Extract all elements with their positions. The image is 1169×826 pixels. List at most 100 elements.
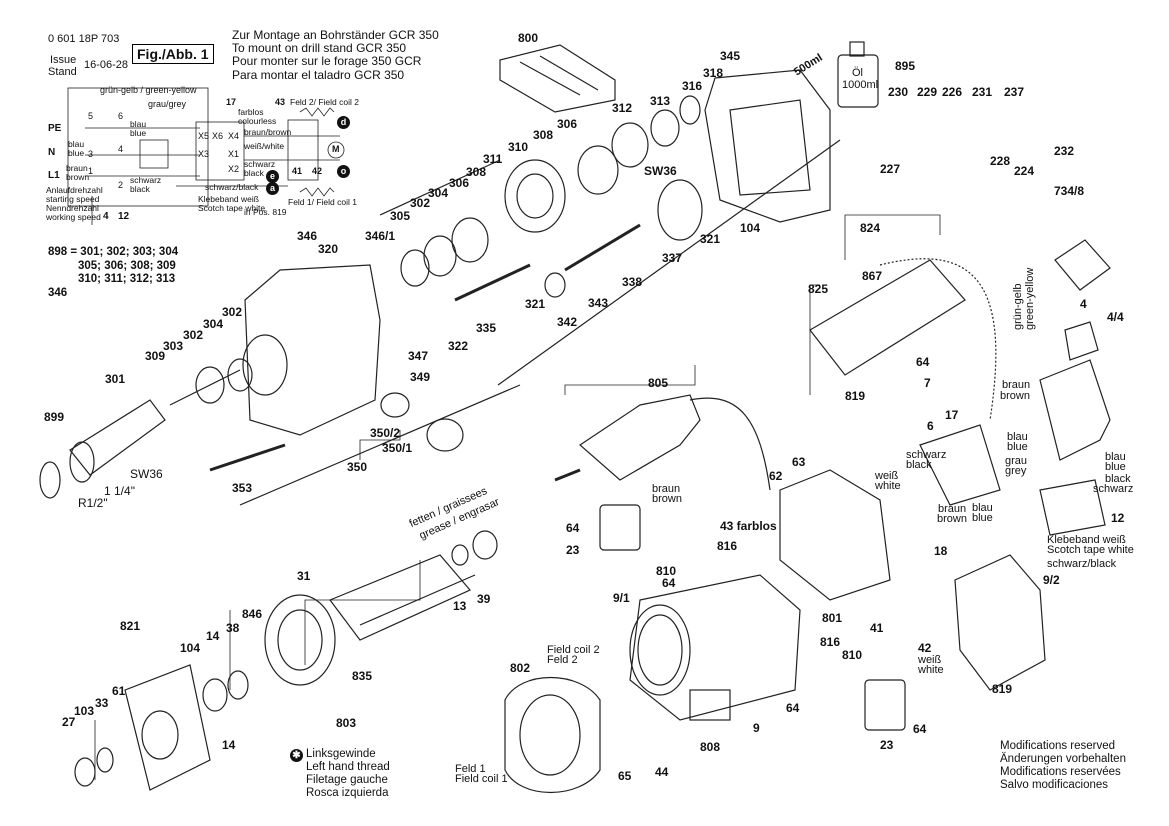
part-label: 224 (1014, 164, 1035, 178)
part-label: 802 (510, 661, 531, 675)
part-label: 42 (918, 641, 932, 655)
wire-label: grün-gelb (1012, 283, 1024, 330)
part-label: 338 (622, 275, 643, 289)
part-label: SW36 (130, 467, 163, 481)
part-label: 62 (769, 469, 783, 483)
modifications-note: Modifications reserved Änderungen vorbeh… (1000, 740, 1126, 792)
part-label: 104 (740, 221, 761, 235)
part-label: 227 (880, 162, 901, 176)
part-label: 346/1 (365, 229, 396, 243)
wiring-label: N (48, 147, 56, 158)
part-label: 104 (180, 641, 201, 655)
wiring-label: Scotch tape white (198, 203, 266, 213)
part-label: 7 (924, 376, 931, 390)
part-label: 41 (870, 621, 884, 635)
kit-line: 310; 311; 312; 313 (78, 273, 176, 286)
part-label: 808 (700, 740, 721, 754)
part-label: 308 (533, 128, 554, 142)
wiring-label: braun/brown (244, 127, 292, 137)
wire-label: blau (1007, 431, 1028, 443)
wiring-label: schwarz (130, 175, 162, 185)
wiring-label: working speed (46, 212, 101, 222)
part-label: 230 (888, 85, 909, 99)
part-label: 309 (145, 349, 166, 363)
wiring-label: in Pos. 819 (244, 207, 287, 217)
wiring-label: blue (68, 148, 85, 158)
part-label: 835 (352, 669, 373, 683)
part-number: 0 601 18P 703 (48, 33, 120, 45)
part-label: 44 (655, 765, 669, 779)
figure-label: Fig./Abb. 1 (132, 44, 214, 64)
part-label: 23 (880, 738, 894, 752)
part-label: 899 (44, 410, 65, 424)
wiring-label: starting speed (46, 194, 100, 204)
part-label: 350/2 (370, 426, 401, 440)
part-label: 825 (808, 282, 829, 296)
wire-label: blue (1007, 441, 1028, 453)
footer-line: Modifications reservées (1000, 765, 1121, 778)
wiring-label: 42 (312, 166, 323, 176)
mount-line: To mount on drill stand GCR 350 (232, 41, 407, 56)
part-label: 9/1 (613, 591, 630, 605)
wire-label: white (918, 664, 944, 676)
part-label: 308 (466, 165, 487, 179)
wiring-label: 17 (226, 97, 237, 107)
footer-line: Modifications reserved (1000, 740, 1116, 752)
part-label: 810 (656, 564, 677, 578)
part-label: 27 (62, 715, 76, 729)
wire-label: blue (1105, 461, 1126, 473)
wiring-label: grün-gelb / green-yellow (100, 85, 197, 95)
part-label: 9/2 (1043, 573, 1060, 587)
wiring-label: 2 (118, 180, 124, 190)
part-label: 4 (1080, 297, 1087, 311)
part-label: 846 (242, 607, 263, 621)
wire-label: braun (652, 483, 681, 495)
kit-line: 898 = 301; 302; 303; 304 (48, 246, 179, 258)
legend-line: Filetage gauche (306, 773, 388, 786)
wire-marker: d (337, 116, 350, 129)
part-label: 64 (566, 521, 580, 535)
part-label: 342 (557, 315, 578, 329)
wire-label: braun (938, 503, 967, 515)
wire-label: Field coil 2 (547, 644, 600, 656)
wire-label: brown (652, 493, 682, 505)
wire-label: black (906, 459, 932, 471)
wiring-label: 12 (118, 211, 130, 222)
part-label: 31 (297, 569, 311, 583)
footer-line: Änderungen vorbehalten (1000, 752, 1126, 765)
wiring-label: blau (68, 139, 85, 149)
part-label: 23 (566, 543, 580, 557)
part-label: 38 (226, 621, 240, 635)
kit-line: 305; 306; 308; 309 (78, 259, 176, 272)
wiring-label: X6 (212, 131, 224, 141)
part-label: 335 (476, 321, 497, 335)
wire-label: white (875, 480, 901, 492)
part-label: 311 (483, 152, 503, 166)
wire-label: black (1105, 473, 1131, 485)
part-label: 867 (862, 269, 883, 283)
wiring-label: Feld 1/ Field coil 1 (288, 197, 357, 207)
wire-label: Feld 1 (455, 763, 486, 775)
part-label: 337 (662, 251, 683, 265)
wire-label: schwarz (906, 449, 947, 461)
wiring-label: X4 (228, 131, 240, 141)
part-label: 18 (934, 544, 948, 558)
wiring-label: weiß/white (244, 141, 285, 151)
wire-label: Klebeband weiß (1047, 534, 1126, 546)
wire-label: braun (1002, 379, 1031, 391)
part-label: 819 (992, 682, 1013, 696)
part-label: 321 (700, 232, 721, 246)
part-label: 1 1/4" (104, 484, 135, 498)
part-label: 346 (297, 229, 318, 243)
wiring-label: 3 (88, 149, 94, 159)
part-label: 14 (206, 629, 220, 643)
part-label: 232 (1054, 144, 1075, 158)
part-label: 313 (650, 94, 671, 108)
wire-label: schwarz/black (1047, 558, 1117, 570)
mount-line: Pour monter sur le forage 350 GCR (232, 54, 422, 69)
wiring-label: X3 (198, 149, 210, 159)
part-label: 304 (203, 317, 224, 331)
legend-line: Rosca izquierda (306, 786, 389, 799)
part-label: 306 (449, 176, 470, 190)
part-label: 343 (588, 296, 609, 310)
